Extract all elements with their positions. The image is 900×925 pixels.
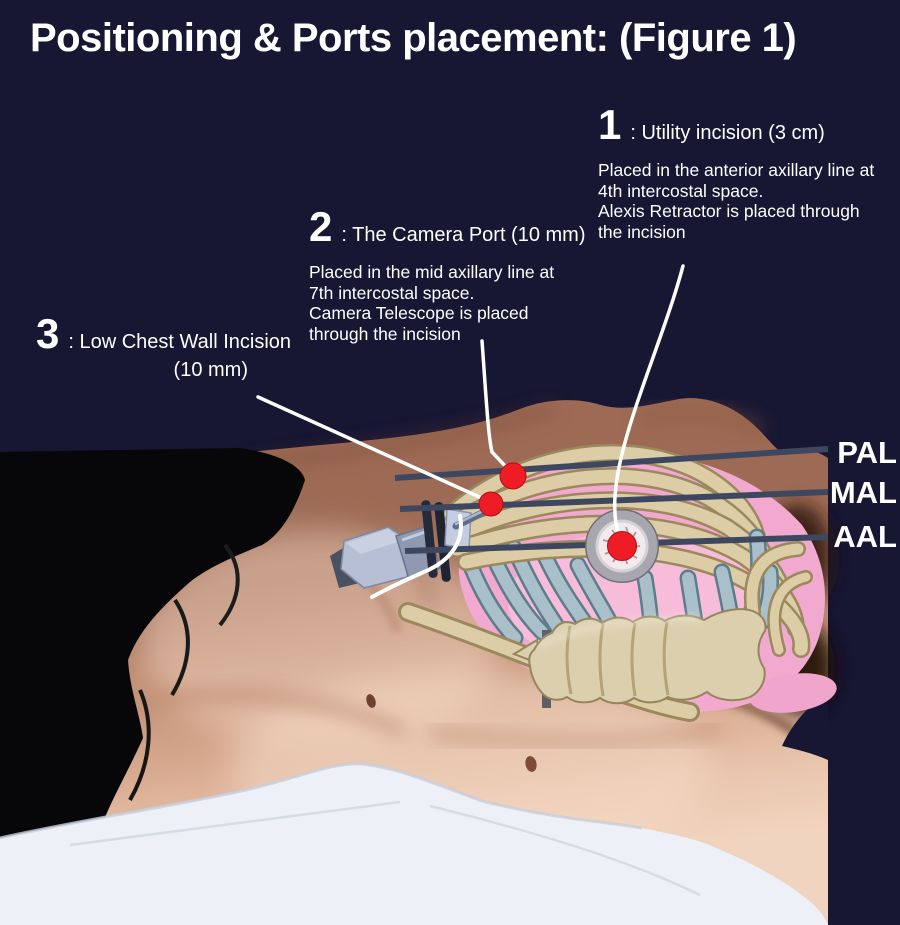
leader-line-1 bbox=[612, 264, 685, 537]
annotation-3-heading: : Low Chest Wall Incision bbox=[68, 331, 292, 353]
first-rib-hooks bbox=[744, 541, 813, 657]
patient-clothing bbox=[0, 448, 305, 905]
leader-line-2 bbox=[480, 339, 511, 472]
label-mid-axillary-line: MAL bbox=[829, 475, 897, 510]
port-markers bbox=[478, 462, 637, 561]
label-posterior-axillary-line: PAL bbox=[837, 435, 897, 470]
annotation-2-number: 2 bbox=[309, 203, 333, 250]
port-marker-1-utility bbox=[607, 531, 637, 561]
annotation-2-description: Placed in the mid axillary line at 7th i… bbox=[309, 262, 555, 344]
operating-table-sheet bbox=[0, 762, 828, 925]
leader-line-3 bbox=[256, 395, 488, 502]
annotation-camera-port: 2 : The Camera Port (10 mm) Placed in th… bbox=[309, 203, 586, 344]
annotation-1-number: 1 bbox=[598, 101, 622, 148]
annotation-low-chest-wall-incision: 3 : Low Chest Wall Incision (10 mm) bbox=[36, 313, 296, 382]
annotation-1-description: Placed in the anterior axillary line at … bbox=[598, 160, 875, 242]
figure-title: Positioning & Ports placement: (Figure 1… bbox=[30, 16, 797, 60]
camera-telescope-instrument bbox=[330, 500, 496, 589]
label-anterior-axillary-line: AAL bbox=[833, 519, 897, 554]
annotation-1-heading: : Utility incision (3 cm) bbox=[630, 122, 825, 144]
annotation-3-size-note: (10 mm) bbox=[173, 359, 248, 381]
port-marker-2-camera bbox=[499, 462, 527, 490]
annotation-2-heading: : The Camera Port (10 mm) bbox=[341, 224, 586, 246]
annotation-utility-incision: 1 : Utility incision (3 cm) Placed in th… bbox=[598, 104, 890, 242]
pal-line bbox=[394, 446, 829, 481]
leader-lines bbox=[256, 264, 685, 599]
port-marker-3-low-chest bbox=[478, 491, 504, 517]
navel bbox=[366, 694, 537, 772]
sternum bbox=[511, 608, 767, 705]
telescope-light-cable bbox=[370, 514, 463, 599]
background-notch bbox=[782, 696, 828, 760]
annotation-3-number: 3 bbox=[36, 310, 60, 357]
